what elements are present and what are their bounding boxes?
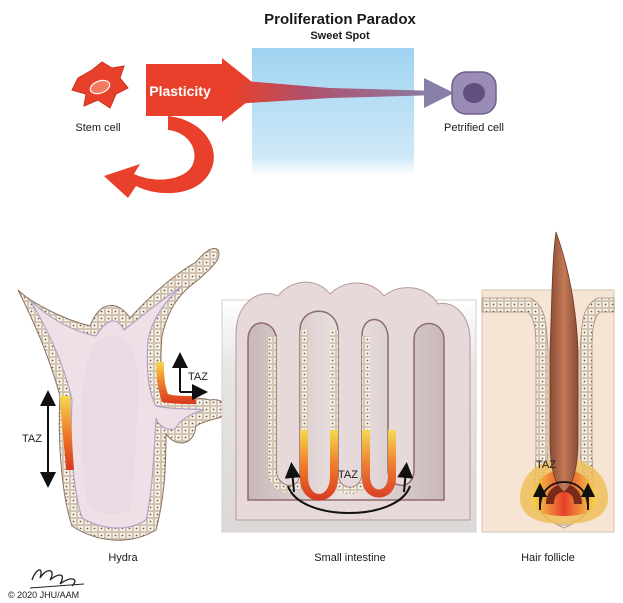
sweet-spot-zone [252, 48, 414, 176]
hair-taz-label: TAZ [536, 459, 556, 471]
copyright-text: © 2020 JHU/AAM [8, 590, 79, 600]
diagram-subtitle: Sweet Spot [310, 30, 370, 42]
hair-shaft [550, 232, 578, 492]
stem-cell-label: Stem cell [75, 122, 120, 134]
hydra-taz-zone-right [156, 362, 196, 404]
intestine-taz-label: TAZ [338, 469, 358, 481]
plasticity-label: Plasticity [149, 83, 211, 99]
intestine-label: Small intestine [314, 552, 386, 564]
petrified-cell-label: Petrified cell [444, 122, 504, 134]
hydra-label: Hydra [108, 552, 138, 564]
diagram-title: Proliferation Paradox [264, 11, 416, 28]
hydra-taz-right-label: TAZ [188, 371, 208, 383]
artist-signature [32, 570, 75, 586]
hydra-illustration [18, 249, 226, 541]
intestine-illustration [222, 282, 476, 532]
hair-follicle-illustration [482, 232, 614, 532]
hair-follicle-label: Hair follicle [521, 552, 575, 564]
stem-cell-icon [72, 62, 128, 108]
petrified-cell-icon [452, 72, 496, 114]
hydra-taz-left-label: TAZ [22, 433, 42, 445]
